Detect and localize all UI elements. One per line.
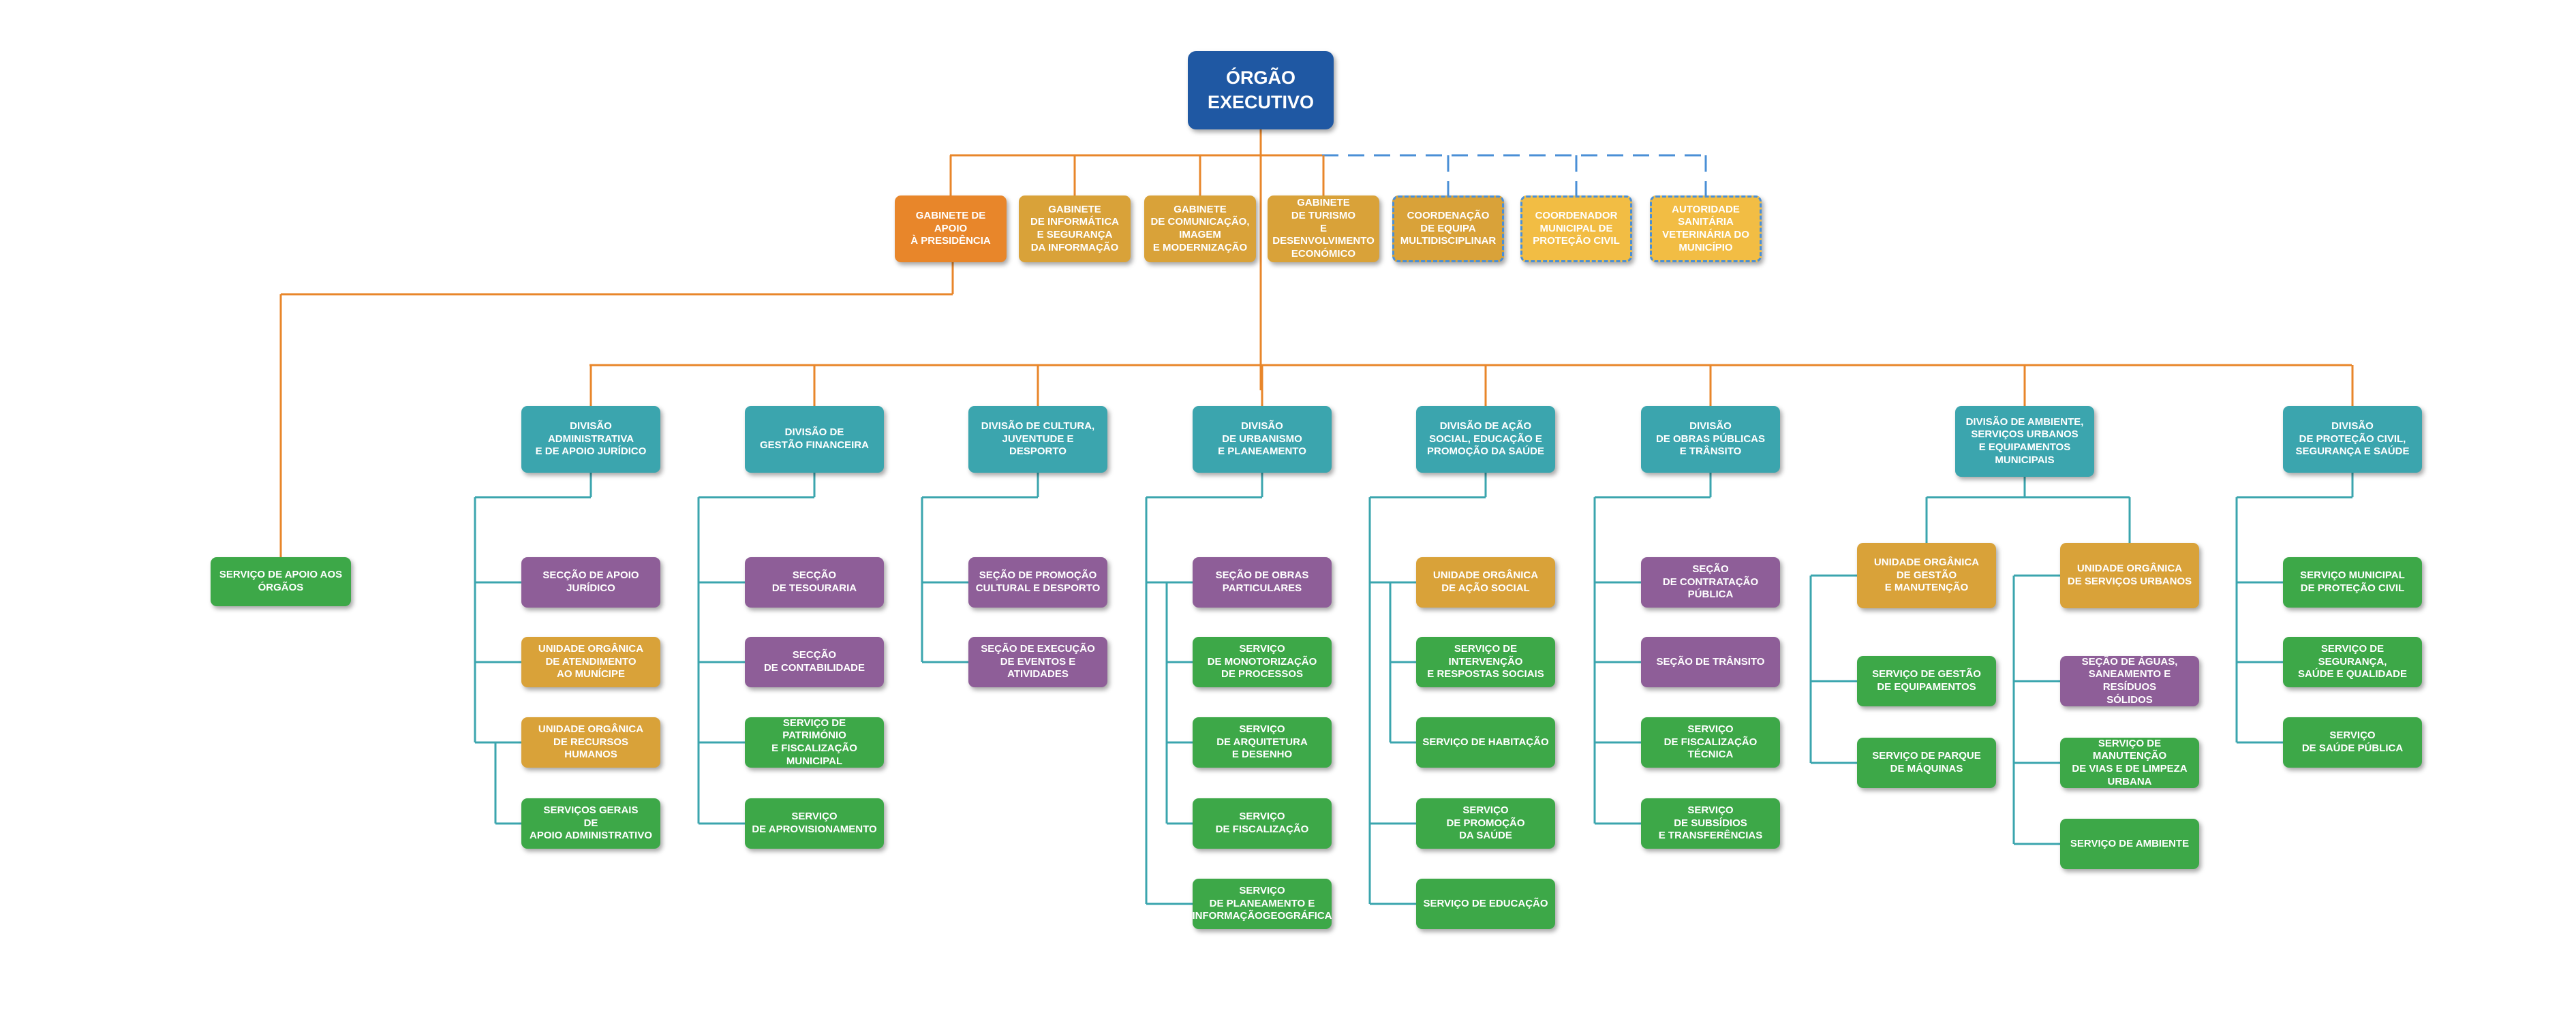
divisao-obras-publicas-box: DIVISÃO DE OBRAS PÚBLICAS E TRÂNSITO — [1641, 406, 1780, 473]
servico-apoio-orgaos-box: SERVIÇO DE APOIO AOS ÓRGÃOS — [211, 557, 351, 606]
secao-obras-particulares-box: SEÇÃO DE OBRAS PARTICULARES — [1193, 557, 1332, 608]
gabinete-turismo-box: GABINETE DE TURISMO E DESENVOLVIMENTO EC… — [1268, 195, 1379, 262]
servico-fiscalizacao-urb-box: SERVIÇO DE FISCALIZAÇÃO — [1193, 798, 1332, 849]
orgao-executivo-box: ÓRGÃO EXECUTIVO — [1188, 51, 1334, 129]
servico-aprovisionamento-box: SERVIÇO DE APROVISIONAMENTO — [745, 798, 884, 849]
divisao-cultura-box: DIVISÃO DE CULTURA, JUVENTUDE E DESPORTO — [968, 406, 1107, 473]
divisao-protecao-civil-box: DIVISÃO DE PROTEÇÃO CIVIL, SEGURANÇA E S… — [2283, 406, 2422, 473]
servico-monotorizacao-box: SERVIÇO DE MONOTORIZAÇÃO DE PROCESSOS — [1193, 637, 1332, 687]
servico-saude-publica-box: SERVIÇO DE SAÚDE PÚBLICA — [2283, 717, 2422, 768]
secao-execucao-eventos-box: SEÇÃO DE EXECUÇÃO DE EVENTOS E ATIVIDADE… — [968, 637, 1107, 687]
gabinete-informatica-box: GABINETE DE INFORMÁTICA E SEGURANÇA DA I… — [1019, 195, 1131, 262]
servico-habitacao-box: SERVIÇO DE HABITAÇÃO — [1416, 717, 1555, 768]
secao-contratacao-box: SEÇÃO DE CONTRATAÇÃO PÚBLICA — [1641, 557, 1780, 608]
seccao-contabilidade-box: SECÇÃO DE CONTABILIDADE — [745, 637, 884, 687]
servico-seguranca-box: SERVIÇO DE SEGURANÇA, SAÚDE E QUALIDADE — [2283, 637, 2422, 687]
divisao-urbanismo-box: DIVISÃO DE URBANISMO E PLANEAMENTO — [1193, 406, 1332, 473]
gabinete-apoio-presidencia-box: GABINETE DE APOIO À PRESIDÊNCIA — [895, 195, 1007, 262]
divisao-administrativa-box: DIVISÃO ADMINISTRATIVA E DE APOIO JURÍDI… — [521, 406, 660, 473]
seccao-apoio-juridico-box: SECÇÃO DE APOIO JURÍDICO — [521, 557, 660, 608]
servico-subsidios-box: SERVIÇO DE SUBSÍDIOS E TRANSFERÊNCIAS — [1641, 798, 1780, 849]
unidade-recursos-humanos-box: UNIDADE ORGÂNICA DE RECURSOS HUMANOS — [521, 717, 660, 768]
servicos-gerais-box: SERVIÇOS GERAIS DE APOIO ADMINISTRATIVO — [521, 798, 660, 849]
coordenacao-equipa-box: COORDENAÇÃO DE EQUIPA MULTIDISCIPLINAR — [1392, 195, 1504, 262]
servico-planeamento-box: SERVIÇO DE PLANEAMENTO E INFORMAÇÃOGEOGR… — [1193, 879, 1332, 929]
coordenador-protecao-civil-box: COORDENADOR MUNICIPAL DE PROTEÇÃO CIVIL — [1520, 195, 1632, 262]
servico-gestao-equipamentos-box: SERVIÇO DE GESTÃO DE EQUIPAMENTOS — [1857, 656, 1996, 706]
unidade-gestao-manutencao-box: UNIDADE ORGÂNICA DE GESTÃO E MANUTENÇÃO — [1857, 543, 1996, 608]
divisao-ambiente-box: DIVISÃO DE AMBIENTE, SERVIÇOS URBANOS E … — [1955, 406, 2094, 477]
servico-fiscalizacao-tecnica-box: SERVIÇO DE FISCALIZAÇÃO TÉCNICA — [1641, 717, 1780, 768]
servico-municipal-protecao-box: SERVIÇO MUNICIPAL DE PROTEÇÃO CIVIL — [2283, 557, 2422, 608]
servico-parque-maquinas-box: SERVIÇO DE PARQUE DE MÁQUINAS — [1857, 738, 1996, 788]
secao-transito-box: SEÇÃO DE TRÂNSITO — [1641, 637, 1780, 687]
unidade-servicos-urbanos-box: UNIDADE ORGÂNICA DE SERVIÇOS URBANOS — [2060, 543, 2199, 608]
seccao-tesouraria-box: SECÇÃO DE TESOURARIA — [745, 557, 884, 608]
secao-aguas-box: SEÇÃO DE ÁGUAS, SANEAMENTO E RESÍDUOS SÓ… — [2060, 656, 2199, 706]
gabinete-comunicacao-box: GABINETE DE COMUNICAÇÃO, IMAGEM E MODERN… — [1144, 195, 1256, 262]
divisao-acao-social-box: DIVISÃO DE AÇÃO SOCIAL, EDUCAÇÃO E PROMO… — [1416, 406, 1555, 473]
secao-promocao-cultural-box: SEÇÃO DE PROMOÇÃO CULTURAL E DESPORTO — [968, 557, 1107, 608]
servico-ambiente-box: SERVIÇO DE AMBIENTE — [2060, 819, 2199, 869]
servico-promocao-saude-box: SERVIÇO DE PROMOÇÃO DA SAÚDE — [1416, 798, 1555, 849]
servico-intervencao-box: SERVIÇO DE INTERVENÇÃO E RESPOSTAS SOCIA… — [1416, 637, 1555, 687]
servico-arquitetura-box: SERVIÇO DE ARQUITETURA E DESENHO — [1193, 717, 1332, 768]
servico-patrimonio-box: SERVIÇO DE PATRIMÓNIO E FISCALIZAÇÃO MUN… — [745, 717, 884, 768]
servico-manutencao-vias-box: SERVIÇO DE MANUTENÇÃO DE VIAS E DE LIMPE… — [2060, 738, 2199, 788]
autoridade-sanitaria-box: AUTORIDADE SANITÁRIA VETERINÁRIA DO MUNI… — [1650, 195, 1762, 262]
unidade-atendimento-box: UNIDADE ORGÂNICA DE ATENDIMENTO AO MUNÍC… — [521, 637, 660, 687]
unidade-acao-social-box: UNIDADE ORGÂNICA DE AÇÃO SOCIAL — [1416, 557, 1555, 608]
divisao-gestao-financeira-box: DIVISÃO DE GESTÃO FINANCEIRA — [745, 406, 884, 473]
servico-educacao-box: SERVIÇO DE EDUCAÇÃO — [1416, 879, 1555, 929]
